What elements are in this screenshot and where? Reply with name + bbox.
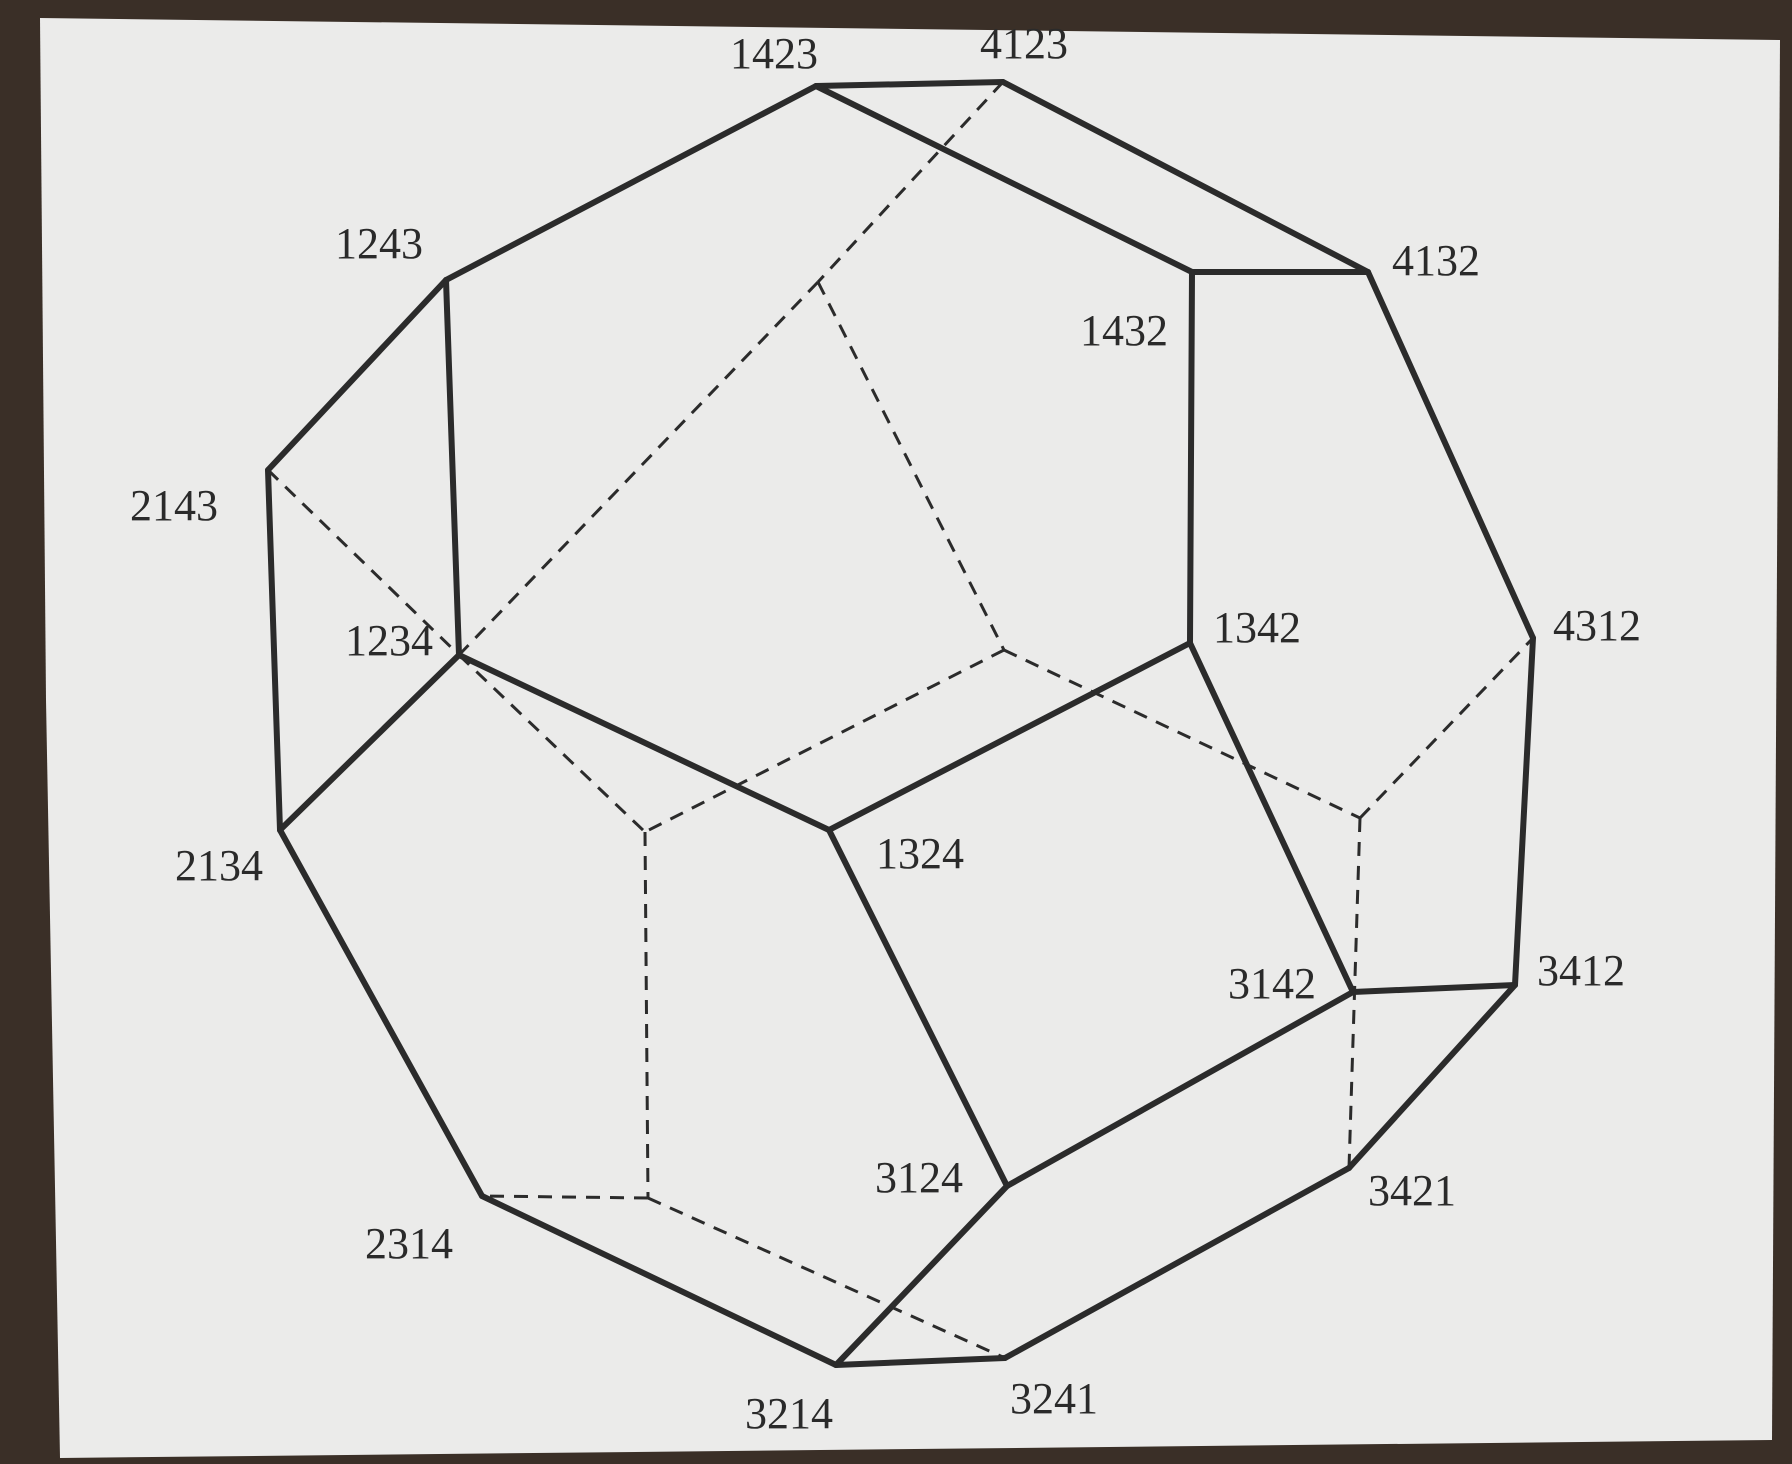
- vertex-label-3412: 3412: [1537, 946, 1625, 995]
- visible-edge: [826, 827, 1010, 1189]
- visible-edge: [265, 277, 449, 473]
- visible-edge: [1187, 640, 1356, 995]
- paper-sheet: [40, 18, 1780, 1458]
- vertex-label-1342: 1342: [1213, 603, 1301, 652]
- vertex-label-3241: 3241: [1010, 1374, 1098, 1423]
- vertex-label-4123: 4123: [980, 19, 1068, 68]
- vertex-label-1432: 1432: [1080, 306, 1168, 355]
- visible-edge: [456, 652, 832, 833]
- hidden-edge: [816, 281, 1006, 651]
- visible-edges: [265, 79, 1536, 1368]
- hidden-edge: [457, 653, 647, 834]
- visible-edge: [1512, 635, 1536, 988]
- vertex-label-4312: 4312: [1553, 601, 1641, 650]
- visible-edge: [813, 79, 1006, 89]
- vertex-label-1243: 1243: [335, 219, 423, 268]
- visible-edge: [833, 1183, 1010, 1368]
- visible-edge: [813, 83, 1195, 275]
- vertex-label-4132: 4132: [1392, 236, 1480, 285]
- vertex-label-3214: 3214: [745, 1389, 833, 1438]
- visible-edge: [833, 1355, 1008, 1368]
- hidden-edge: [481, 1194, 649, 1200]
- visible-edge: [1187, 269, 1195, 646]
- visible-edge: [1000, 79, 1371, 275]
- vertex-label-3142: 3142: [1228, 959, 1316, 1008]
- visible-edge: [1365, 269, 1536, 641]
- hidden-edge: [1358, 636, 1535, 820]
- visible-edge: [479, 1193, 839, 1368]
- vertex-label-2143: 2143: [130, 481, 218, 530]
- vertex-label-3124: 3124: [875, 1153, 963, 1202]
- visible-edge: [1002, 1165, 1352, 1361]
- visible-edge: [443, 83, 819, 283]
- vertex-label-2314: 2314: [365, 1219, 453, 1268]
- hidden-edge: [1003, 648, 1361, 820]
- vertex-label-2134: 2134: [175, 841, 263, 890]
- hidden-edge: [266, 468, 461, 657]
- visible-edge: [1346, 982, 1518, 1171]
- hidden-edge: [644, 648, 1005, 834]
- visible-edge: [277, 652, 462, 833]
- vertex-label-1234: 1234: [345, 616, 433, 665]
- vertex-label-1324: 1324: [876, 829, 964, 878]
- visible-edge: [443, 277, 462, 658]
- vertex-label-1423: 1423: [730, 29, 818, 78]
- hidden-edge: [816, 80, 1005, 284]
- visible-edge: [1350, 982, 1518, 995]
- hidden-edge: [647, 1196, 1006, 1360]
- visible-edge: [277, 827, 485, 1199]
- vertex-labels: 1423 4123 1243 4132 1432 2143 1234 1342 4312 2134…: [130, 19, 1641, 1438]
- hidden-edge: [643, 831, 650, 1199]
- visible-edge: [265, 467, 283, 833]
- vertex-label-3421: 3421: [1368, 1166, 1456, 1215]
- visible-edge: [826, 640, 1193, 833]
- visible-edge: [1004, 989, 1356, 1189]
